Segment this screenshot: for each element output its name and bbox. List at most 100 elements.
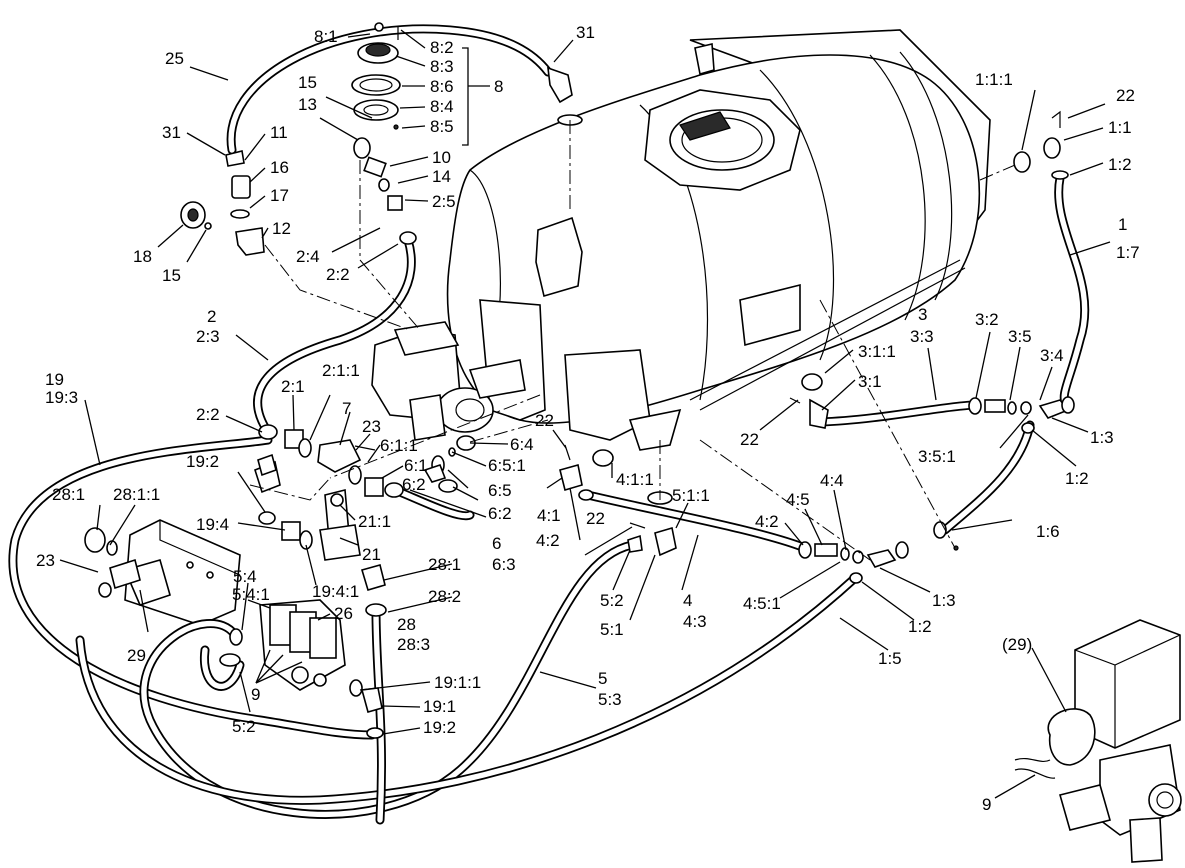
callout-label: 3:1:1 [858,342,896,361]
callout-label: 2:3 [196,327,220,346]
callout-label: 21:1 [358,512,391,531]
callout-label: 13 [298,95,317,114]
callout-label: 19 [45,370,64,389]
pump-assembly [371,321,526,441]
callout-label: 8:3 [430,57,454,76]
callout-label: 1:6 [1036,522,1060,541]
callout-label: 1:1:1 [975,70,1013,89]
callout-label: 22 [1116,86,1135,105]
callout-label: 15 [162,266,181,285]
callout-label: 5:1 [600,620,624,639]
callout-label: 22 [586,509,605,528]
callout-label: 21 [362,545,381,564]
callout-label: 6:2 [488,504,512,523]
callout-label: 5:1:1 [672,486,710,505]
callout-label: 17 [270,186,289,205]
callout-label: 4:2 [755,512,779,531]
callout-label: 4:4 [820,471,844,490]
callout-label: 9 [251,685,260,704]
callout-label: 6:5 [488,481,512,500]
callout-label: 23 [36,551,55,570]
callout-label: 6:5:1 [488,456,526,475]
callout-label: 1:3 [1090,428,1114,447]
callout-label: 2:2 [196,405,220,424]
callout-label: 3:3 [910,327,934,346]
callout-label: 8:2 [430,38,454,57]
callout-label: 3:5 [1008,327,1032,346]
callout-label: 16 [270,158,289,177]
tank [446,29,991,451]
leader-lines [59,29,1111,799]
callout-label: 1:3 [932,591,956,610]
callout-label: 26 [334,604,353,623]
inset-pump-detail [1014,619,1182,863]
callout-label: 4 [683,591,692,610]
callout-label: 15 [298,73,317,92]
callout-label: 3:1 [858,372,882,391]
callout-label: 4:3 [683,612,707,631]
callout-label: 23 [362,417,381,436]
callout-label: 28 [397,615,416,634]
callout-label: 5:2 [600,591,624,610]
callout-label: 8:4 [430,97,454,116]
callout-label: 3:2 [975,310,999,329]
callout-label: 19:1:1 [434,673,481,692]
mounting-bracket [123,519,241,626]
callout-label: 8:5 [430,117,454,136]
callout-label: 19:1 [423,697,456,716]
callout-label: 5 [598,669,607,688]
callout-label: 4:5:1 [743,594,781,613]
valve-manifold [259,599,346,691]
callout-label: 31 [162,123,181,142]
callout-label: 2 [207,307,216,326]
callout-label: 11 [270,123,288,142]
callout-label: 1:2 [1108,155,1132,174]
callout-label: 18 [133,247,152,266]
callout-label: 14 [432,167,451,186]
callout-label: 8 [494,77,503,96]
callout-label: 4:1 [537,506,561,525]
callout-label: 10 [432,148,451,167]
tank-lid [644,89,801,191]
callout-label: 28:1:1 [113,485,160,504]
callout-label: 1:1 [1108,118,1132,137]
callout-label: 3 [918,305,927,324]
callout-label: 5:3 [598,690,622,709]
callout-label: 19:4:1 [312,582,359,601]
callout-label: 6:1:1 [380,436,418,455]
callout-label: 1:7 [1116,243,1140,262]
callout-label: 1:2 [1065,469,1089,488]
callout-label: 3:5:1 [918,447,956,466]
callout-label: 2:2 [326,265,350,284]
callout-label: 8:6 [430,77,454,96]
callout-label: 28:2 [428,587,461,606]
callout-label: 4:1:1 [616,470,654,489]
callout-label: 5:4:1 [232,585,270,604]
callout-label: 28:1 [52,485,85,504]
callout-label: 2:4 [296,247,320,266]
callout-label: 31 [576,23,595,42]
callout-label: 2:1 [281,377,305,396]
callout-label: 4:5 [786,490,810,509]
callout-label: 1:5 [878,649,902,668]
callout-label: 29 [127,646,146,665]
callout-label: 6 [492,534,501,553]
callout-label: 3:4 [1040,346,1064,365]
callout-label: 22 [535,411,554,430]
callout-label: 28:1 [428,555,461,574]
callout-label: 19:2 [423,718,456,737]
callout-labels: 8:1 31 25 8:2 8:3 8:6 8 8:4 8:5 15 13 31… [36,23,1140,814]
callout-label: 1:2 [908,617,932,636]
callout-label: 8:1 [314,27,338,46]
callout-label: 5:4 [233,567,257,586]
callout-label: 6:2 [402,475,426,494]
callout-label: 5:2 [232,717,256,736]
callout-label: 6:1 [404,456,428,475]
fittings [84,22,1075,739]
callout-label: 9 [982,795,991,814]
callout-label: 28:3 [397,635,430,654]
callout-label: 1 [1118,215,1127,234]
center-lines [249,120,1016,561]
callout-label: 7 [342,399,351,418]
